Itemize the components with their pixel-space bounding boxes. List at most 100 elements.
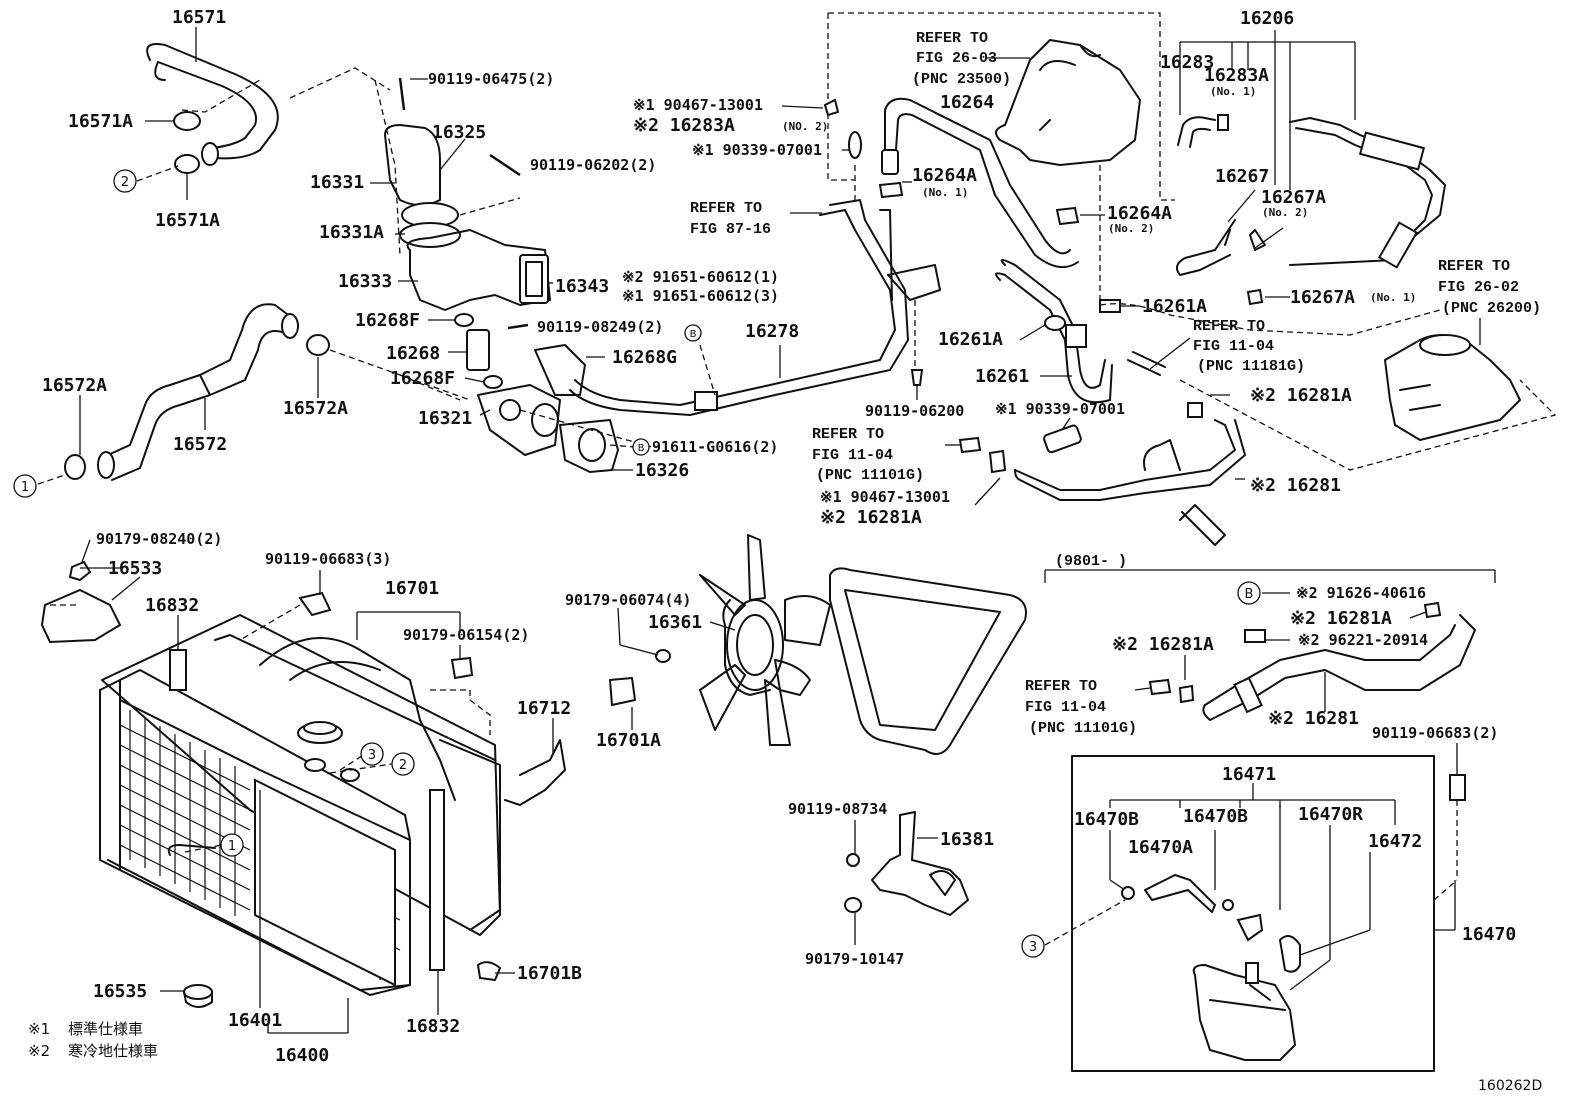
label-90179-10147: 90179-10147 [805,950,904,968]
label-refer-26-03-pnc: (PNC 23500) [912,71,1011,88]
label-refer-26-02-fig: FIG 26-02 [1438,279,1519,296]
label-refer-11-04-b-fig: FIG 11-04 [1193,338,1274,355]
label-refer-11-04-a-pnc: (PNC 11101G) [816,467,924,484]
label-16470b-right: 16470B [1183,806,1248,827]
label-16267a-no1-sub: (No. 1) [1370,291,1416,304]
label-91626-40616: ※2 91626-40616 [1296,584,1426,602]
circle-marker-b-c: B [1245,587,1254,602]
label-16264a-no2-sub: (No. 2) [1108,222,1154,235]
label-16268f-top: 16268F [355,310,420,331]
label-90467-13001-top: ※1 90467-13001 [633,96,763,114]
label-refer-87-16: REFER TO [690,200,762,217]
label-91611-g0616: 91611-G0616(2) [652,438,778,456]
footnote-2-text: 寒冷地仕様車 [68,1042,158,1060]
water-outlet-group [370,77,653,473]
label-refer-11-04-b: REFER TO [1193,318,1265,335]
label-16571: 16571 [172,7,226,28]
part-labels: 16571 16571A 16571A 90119-06475(2) 16325… [42,7,1541,1066]
label-16281a-date-left: ※2 16281A [1112,634,1214,655]
label-16267a-no2-sub: (No. 2) [1262,206,1308,219]
label-90119-08734: 90119-08734 [788,800,887,818]
label-16261a-left: 16261A [938,329,1003,350]
label-16283a-no2-sub: (NO. 2) [782,120,828,133]
label-16264: 16264 [940,92,994,113]
figure-code: 160262D [1478,1078,1542,1094]
circle-marker-2-a: 2 [121,175,129,190]
label-refer-87-16-fig: FIG 87-16 [690,221,771,238]
circled-markers: 2 1 1 3 2 3 B B B [13,169,1261,958]
label-16281a-mid: ※2 16281A [820,507,922,528]
label-16701b: 16701B [517,963,582,984]
label-90119-06683-right: 90119-06683(2) [1372,724,1498,742]
label-16572: 16572 [173,434,227,455]
label-16470: 16470 [1462,924,1516,945]
label-16283: 16283 [1160,52,1214,73]
label-16533: 16533 [108,558,162,579]
label-16267a-no1: 16267A [1290,287,1355,308]
circle-marker-2-b: 2 [399,758,407,773]
label-90339-07001-top: ※1 90339-07001 [692,141,822,159]
label-16281-upper: ※2 16281 [1250,475,1341,496]
label-16261: 16261 [975,366,1029,387]
label-refer-11-04-b-pnc: (PNC 11181G) [1197,358,1305,375]
label-16268f-bottom: 16268F [390,368,455,389]
label-refer-11-04-a: REFER TO [812,426,884,443]
label-16535: 16535 [93,981,147,1002]
footnote-1-text: 標準仕様車 [68,1020,143,1038]
lower-radiator-hose-group [37,303,471,485]
label-90179-08240: 90179-08240(2) [96,530,222,548]
label-16471: 16471 [1222,764,1276,785]
bypass-hose-group [945,394,1246,546]
label-16267a-no2: 16267A [1261,187,1326,208]
label-90119-06683-left: 90119-06683(3) [265,550,391,568]
label-date-range: (9801- ) [1055,553,1127,570]
label-91651-60612-3: ※1 91651-60612(3) [622,287,779,305]
label-16268: 16268 [386,343,440,364]
footnotes: ※1 標準仕様車 ※2 寒冷地仕様車 [28,1020,158,1060]
label-16572a-right: 16572A [283,398,348,419]
label-90179-06154: 90179-06154(2) [403,626,529,644]
label-16264a-no1: 16264A [912,165,977,186]
label-90339-07001-mid: ※1 90339-07001 [995,400,1125,418]
label-16283a-no1-sub: (No. 1) [1210,85,1256,98]
heater-hose-assy-group [1099,30,1557,471]
label-16331: 16331 [310,172,364,193]
label-16571a-bottom: 16571A [155,210,220,231]
label-90467-13001-mid: ※1 90467-13001 [820,488,950,506]
label-90119-06475: 90119-06475(2) [428,70,554,88]
label-16712: 16712 [517,698,571,719]
label-16470a: 16470A [1128,837,1193,858]
label-16701: 16701 [385,578,439,599]
label-90119-08249: 90119-08249(2) [537,318,663,336]
circle-marker-b-b: B [638,443,645,454]
label-16264a-no2: 16264A [1107,203,1172,224]
label-16326: 16326 [635,460,689,481]
label-16278: 16278 [745,321,799,342]
label-refer-11-04-a-fig: FIG 11-04 [812,447,893,464]
label-16261a-right: 16261A [1142,296,1207,317]
label-90179-06074: 90179-06074(4) [565,591,691,609]
bracket-group [844,811,969,945]
label-16343: 16343 [555,276,609,297]
label-16281a-upper-right: ※2 16281A [1250,385,1352,406]
label-16470b-left: 16470B [1074,809,1139,830]
circle-marker-3-a: 3 [368,748,376,763]
label-16333: 16333 [338,271,392,292]
label-16400: 16400 [275,1045,329,1066]
label-16832-bottom: 16832 [406,1016,460,1037]
label-16283a-no1: 16283A [1204,65,1269,86]
label-16281a-date-top: ※2 16281A [1290,608,1392,629]
label-90119-06200: 90119-06200 [865,402,964,420]
label-refer-26-03-fig: FIG 26-03 [916,50,997,67]
fan-belt-group [617,534,1027,755]
radiator-group [40,539,636,1034]
label-refer-26-02: REFER TO [1438,258,1510,275]
label-90119-06202: 90119-06202(2) [530,156,656,174]
label-refer-11-04-c-fig: FIG 11-04 [1025,699,1106,716]
label-refer-26-02-pnc: (PNC 26200) [1442,300,1541,317]
label-16283a-no2: ※2 16283A [633,115,735,136]
bypass-pipe-group [569,12,1175,448]
label-16571a-top: 16571A [68,111,133,132]
label-16264a-no1-sub: (No. 1) [922,186,968,199]
label-refer-26-03: REFER TO [916,30,988,47]
